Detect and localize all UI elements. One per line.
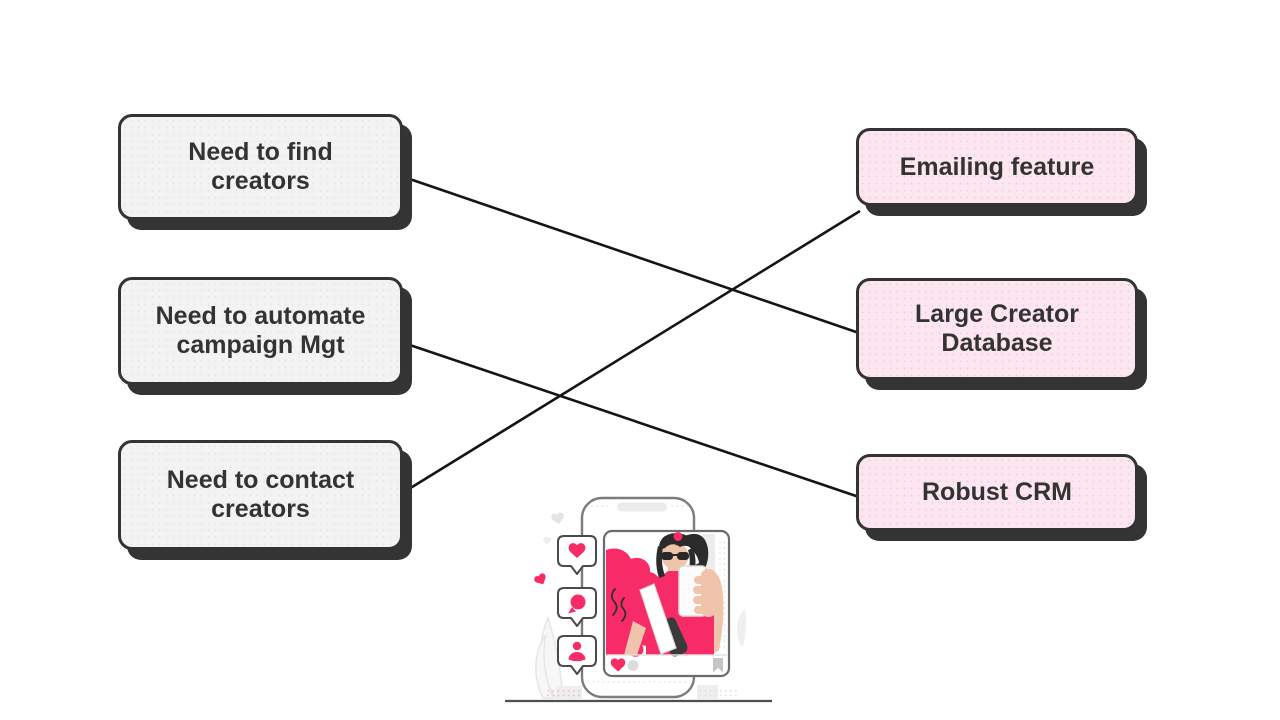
node-label-line: Emailing feature [899, 152, 1095, 181]
gray-heart-icon [543, 536, 552, 545]
node-label-line: creators [211, 167, 310, 195]
chat-icon [568, 594, 586, 614]
like-heart-icon [610, 658, 626, 672]
selfie-phone-illustration [505, 496, 772, 703]
sunglasses [661, 552, 689, 560]
node-label-line: Database [941, 329, 1053, 357]
selfie-phone-in-hand [678, 565, 716, 617]
connector-find-creators-to-database [397, 173, 863, 336]
node-emailing-feature: Emailing feature [856, 128, 1138, 206]
connector-automate-to-crm [397, 339, 863, 500]
floating-hearts [534, 512, 564, 585]
node-need-automate-campaign: Need to automate campaign Mgt [118, 277, 403, 385]
scrunchie [673, 532, 683, 541]
woman-figure [639, 532, 724, 657]
connector-emailing-to-contact-creators [403, 209, 861, 494]
node-label-line: Need to find [188, 138, 333, 166]
node-label-line: Need to contact [166, 466, 355, 494]
heart-icon [568, 543, 586, 558]
node-robust-crm: Robust CRM [856, 454, 1138, 531]
notification-bubbles [557, 535, 597, 675]
post-card [602, 529, 731, 678]
ground-decoration [547, 685, 739, 699]
node-label-line: creators [211, 495, 310, 523]
pink-heart-icon [534, 573, 546, 585]
post-action-bar [610, 658, 723, 673]
bag-strap [639, 583, 677, 655]
node-need-contact-creators: Need to contact creators [118, 440, 403, 550]
comment-circle-icon [627, 660, 639, 671]
left-arm [624, 621, 646, 655]
gray-heart-icon [551, 512, 564, 525]
node-large-creator-database: Large Creator Database [856, 278, 1138, 380]
person-icon [568, 641, 586, 662]
leaf-decoration [535, 609, 747, 699]
bookmark-icon [713, 658, 723, 673]
squiggle-lines [610, 588, 627, 622]
node-label-line: Robust CRM [922, 478, 1072, 506]
node-label-line: Large Creator [915, 300, 1079, 328]
node-need-find-creators: Need to find creators [118, 114, 403, 220]
phone-notch [617, 502, 667, 512]
node-label-line: campaign Mgt [176, 331, 345, 359]
node-label-line: Need to automate [155, 302, 366, 330]
